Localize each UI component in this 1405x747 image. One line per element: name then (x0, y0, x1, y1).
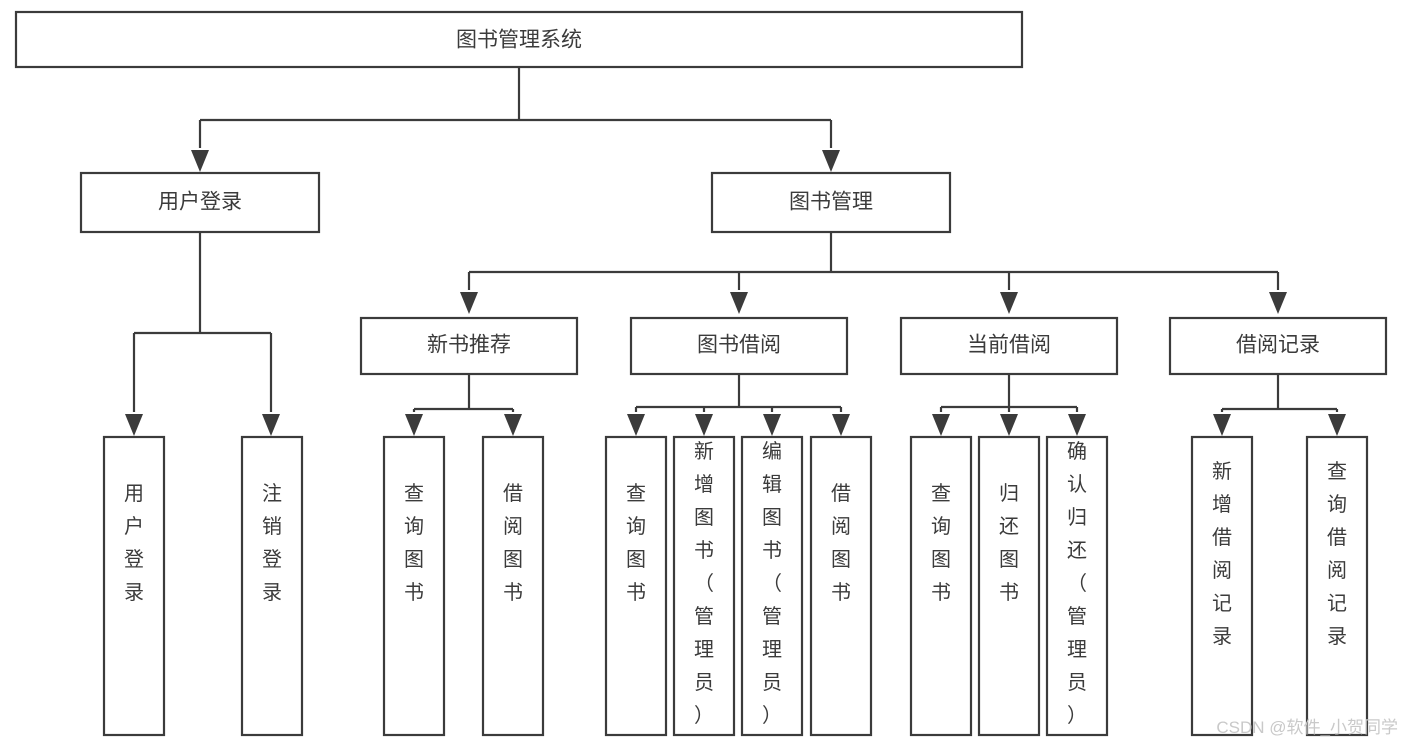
leaf-node[interactable]: 编辑图书（管理员） (740, 435, 804, 737)
leaf-cb-confirm-return-label: 确认归还（管理员） (1067, 440, 1087, 727)
node-current-borrow[interactable]: 当前借阅 (899, 316, 1119, 376)
leaf-logout-label: 注销登录 (262, 482, 282, 604)
leaf-node[interactable]: 新增借阅记录 (1190, 435, 1254, 737)
watermark-label: CSDN @软件_小贺同学 (1216, 718, 1398, 737)
node-user-login[interactable]: 用户登录 (79, 171, 321, 234)
leaf-br-query-record-box[interactable] (1305, 435, 1369, 737)
leaf-node[interactable]: 查询图书 (909, 435, 973, 737)
leaf-br-query-record-label: 查询借阅记录 (1327, 460, 1347, 648)
node-book-borrow[interactable]: 图书借阅 (629, 316, 849, 376)
leaf-nb-query-book-box[interactable] (382, 435, 446, 737)
leaf-bb-add-book-box[interactable] (672, 435, 736, 737)
node-root-box[interactable] (14, 10, 1024, 69)
connector-group-book-mgmt (460, 232, 1287, 314)
node-root[interactable]: 图书管理系统 (14, 10, 1024, 69)
node-new-book-recommend[interactable]: 新书推荐 (359, 316, 579, 376)
leaf-node[interactable]: 新增图书（管理员） (672, 435, 736, 737)
node-borrow-record-label: 借阅记录 (1236, 334, 1320, 357)
node-borrow-record[interactable]: 借阅记录 (1168, 316, 1388, 376)
node-book-management[interactable]: 图书管理 (710, 171, 952, 234)
leaf-node[interactable]: 查询图书 (604, 435, 668, 737)
leaf-cb-query-book-label: 查询图书 (931, 482, 951, 604)
leaf-node[interactable]: 归还图书 (977, 435, 1041, 737)
leaf-node[interactable]: 借阅图书 (481, 435, 545, 737)
node-book-borrow-box[interactable] (629, 316, 849, 376)
leaf-bb-edit-book-box[interactable] (740, 435, 804, 737)
leaf-node[interactable]: 用户登录 (102, 435, 166, 737)
leaf-cb-query-book-box[interactable] (909, 435, 973, 737)
node-current-borrow-box[interactable] (899, 316, 1119, 376)
connector-group-user-login (125, 232, 280, 436)
leaf-bb-query-book-label: 查询图书 (626, 482, 646, 604)
connector-group-new-book (405, 374, 522, 436)
leaf-bb-add-book-label: 新增图书（管理员） (694, 440, 714, 727)
leaf-node[interactable]: 查询借阅记录 (1305, 435, 1369, 737)
leaf-br-add-record-label: 新增借阅记录 (1212, 460, 1232, 648)
node-user-login-label: 用户登录 (158, 191, 242, 214)
leaf-bb-query-book-box[interactable] (604, 435, 668, 737)
node-user-login-box[interactable] (79, 171, 321, 234)
node-book-management-box[interactable] (710, 171, 952, 234)
leaf-user-login-label: 用户登录 (124, 483, 144, 604)
leaf-nb-borrow-book-label: 借阅图书 (503, 482, 523, 604)
leaf-bb-edit-book-label: 编辑图书（管理员） (762, 440, 782, 727)
leaf-cb-return-book-label: 归还图书 (999, 482, 1019, 604)
node-borrow-record-box[interactable] (1168, 316, 1388, 376)
connector-group-root (191, 67, 840, 172)
node-root-label: 图书管理系统 (456, 29, 582, 52)
node-current-borrow-label: 当前借阅 (967, 334, 1051, 357)
node-new-book-recommend-box[interactable] (359, 316, 579, 376)
node-book-borrow-label: 图书借阅 (697, 334, 781, 357)
leaf-nb-query-book-label: 查询图书 (404, 482, 424, 604)
leaf-bb-borrow-book-label: 借阅图书 (831, 482, 851, 604)
leaf-node[interactable]: 借阅图书 (809, 435, 873, 737)
leaf-node[interactable]: 注销登录 (240, 435, 304, 737)
leaf-bb-borrow-book-box[interactable] (809, 435, 873, 737)
leaf-nb-borrow-book-box[interactable] (481, 435, 545, 737)
connector-group-book-borrow (627, 374, 850, 436)
leaf-logout-box[interactable] (240, 435, 304, 737)
leaf-cb-return-book-box[interactable] (977, 435, 1041, 737)
leaf-cb-confirm-return-box[interactable] (1045, 435, 1109, 737)
leaf-user-login-box[interactable] (102, 435, 166, 737)
leaf-br-add-record-box[interactable] (1190, 435, 1254, 737)
leaf-node[interactable]: 确认归还（管理员） (1045, 435, 1109, 737)
connector-group-borrow-record (1213, 374, 1346, 436)
connector-group-current-borrow (932, 374, 1086, 436)
leaf-node[interactable]: 查询图书 (382, 435, 446, 737)
node-new-book-recommend-label: 新书推荐 (427, 334, 511, 357)
node-book-management-label: 图书管理 (789, 191, 873, 214)
